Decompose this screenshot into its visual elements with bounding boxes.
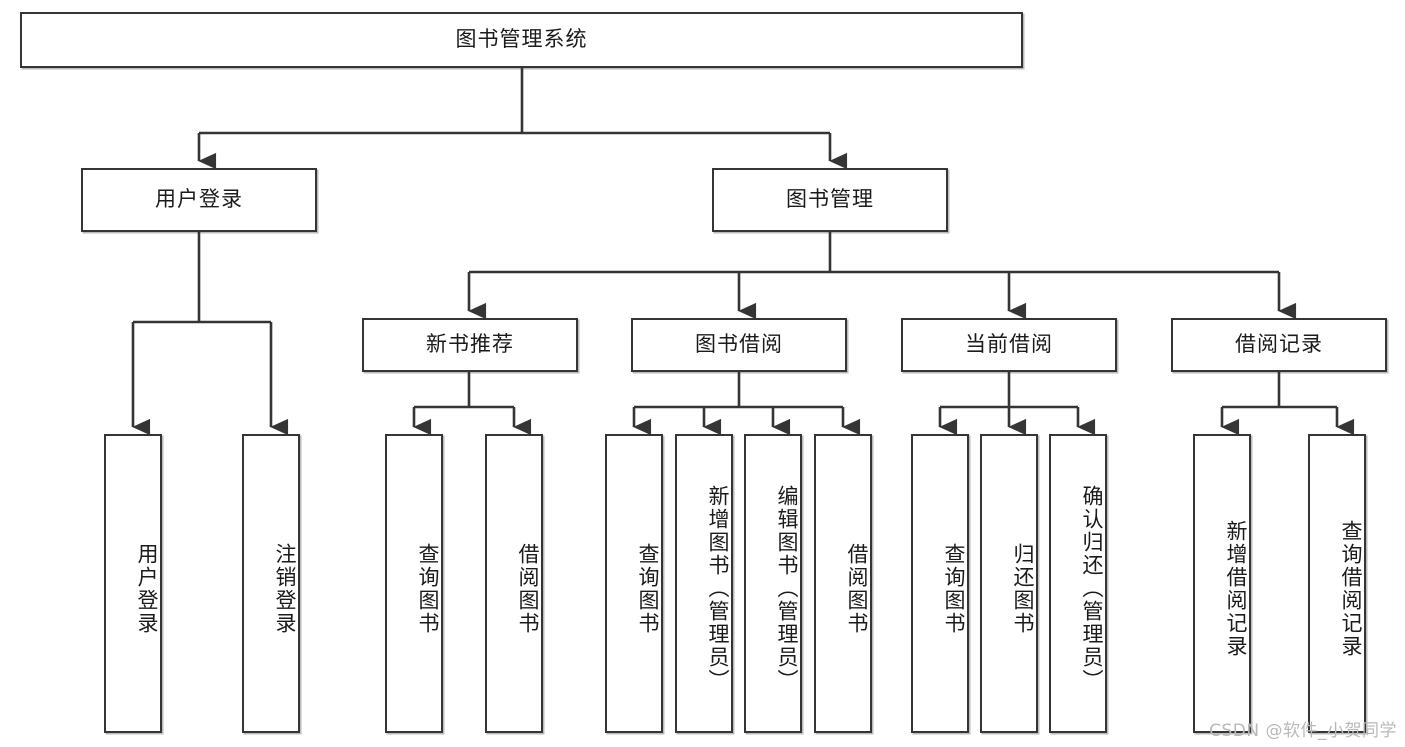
node-label: 新增借阅记录	[1224, 519, 1248, 658]
node-label: 归还图书	[1011, 542, 1035, 635]
node-label: 当前借阅	[965, 332, 1053, 357]
node-label: 查询图书	[942, 542, 966, 635]
node-label: 借阅图书	[845, 542, 869, 635]
leaf-current-return-book[interactable]: 归还图书	[980, 434, 1038, 733]
leaf-borrow-borrow-book[interactable]: 借阅图书	[814, 434, 872, 733]
node-root-system[interactable]: 图书管理系统	[20, 12, 1023, 68]
leaf-current-confirm-return-admin[interactable]: 确认归还（管理员）	[1049, 434, 1107, 733]
node-current-borrow[interactable]: 当前借阅	[901, 318, 1117, 372]
node-label: 图书管理系统	[455, 27, 588, 52]
watermark: CSDN @软件_小贺同学	[1209, 721, 1397, 741]
node-label: 借阅记录	[1235, 332, 1323, 357]
node-label: 新增图书（管理员）	[706, 485, 730, 692]
leaf-borrow-query-book[interactable]: 查询图书	[605, 434, 663, 733]
node-label: 查询图书	[416, 542, 440, 635]
leaf-current-query-book[interactable]: 查询图书	[911, 434, 969, 733]
node-label: 查询借阅记录	[1339, 519, 1363, 658]
node-label: 查询图书	[636, 542, 660, 635]
leaf-borrow-add-book-admin[interactable]: 新增图书（管理员）	[675, 434, 733, 733]
node-label: 注销登录	[273, 542, 297, 635]
node-label: 用户登录	[135, 542, 159, 635]
leaf-recommend-query-book[interactable]: 查询图书	[385, 434, 443, 733]
leaf-record-add-record[interactable]: 新增借阅记录	[1193, 434, 1251, 733]
leaf-borrow-edit-book-admin[interactable]: 编辑图书（管理员）	[744, 434, 802, 733]
node-label: 新书推荐	[426, 332, 514, 357]
node-label: 编辑图书（管理员）	[775, 485, 799, 692]
leaf-user-login-login[interactable]: 用户登录	[104, 434, 162, 733]
node-borrow-record[interactable]: 借阅记录	[1171, 318, 1387, 372]
node-user-login[interactable]: 用户登录	[81, 168, 317, 232]
leaf-record-query-record[interactable]: 查询借阅记录	[1308, 434, 1366, 733]
node-label: 用户登录	[155, 187, 243, 212]
node-label: 图书借阅	[695, 332, 783, 357]
leaf-user-login-logout[interactable]: 注销登录	[242, 434, 300, 733]
node-book-management[interactable]: 图书管理	[712, 168, 948, 232]
node-label: 图书管理	[786, 187, 874, 212]
leaf-recommend-borrow-book[interactable]: 借阅图书	[485, 434, 543, 733]
node-new-book-recommend[interactable]: 新书推荐	[362, 318, 578, 372]
node-label: 借阅图书	[516, 542, 540, 635]
node-label: 确认归还（管理员）	[1080, 485, 1104, 692]
node-book-borrow[interactable]: 图书借阅	[631, 318, 847, 372]
